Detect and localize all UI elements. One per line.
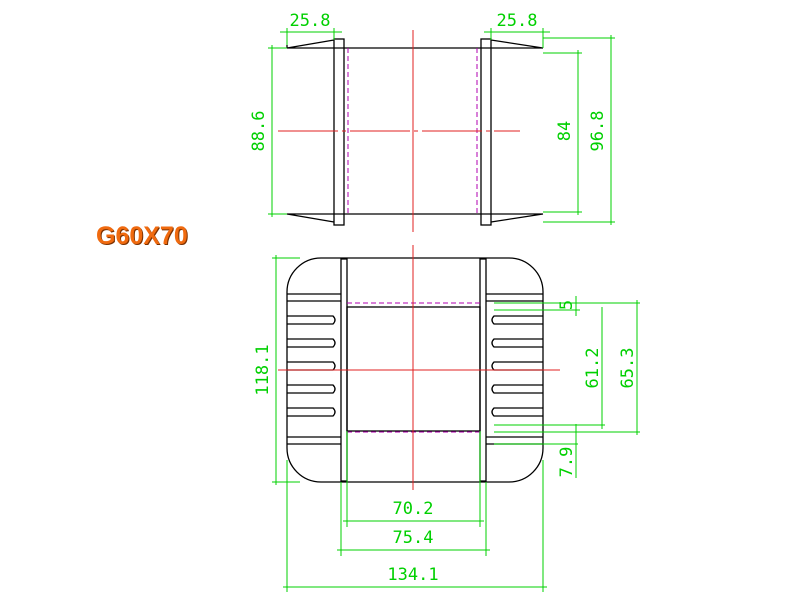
dim-top-gap: 5 [557,300,577,310]
dim-body-height: 118.1 [253,344,273,395]
dim-inner-height: 84 [555,121,575,141]
dim-total-width: 134.1 [387,565,438,585]
bottom-view: 118.1 5 61.2 65.3 7.9 70.2 75.4 134.1 [253,245,640,592]
top-view-centerlines [278,30,520,232]
top-view-outline [286,38,544,226]
dim-outer-height: 96.8 [588,111,608,152]
bottom-view-centerlines [278,245,560,490]
dim-bottom-gap: 7.9 [557,447,577,478]
bottom-view-outline [286,257,544,483]
dim-height-left: 88.6 [249,111,269,152]
dim-window-width: 70.2 [393,499,434,519]
dim-flange-left: 25.8 [290,11,331,31]
dim-core-width: 75.4 [393,528,434,548]
top-view-dimension-lines [268,28,615,225]
dim-outer: 65.3 [618,348,638,389]
part-title: G60X70 [96,222,188,250]
dim-flange-right: 25.8 [497,11,538,31]
bottom-view-dimension-lines [272,255,640,592]
dim-inner: 61.2 [583,348,603,389]
top-view: 25.8 25.8 88.6 84 96.8 [249,11,615,232]
